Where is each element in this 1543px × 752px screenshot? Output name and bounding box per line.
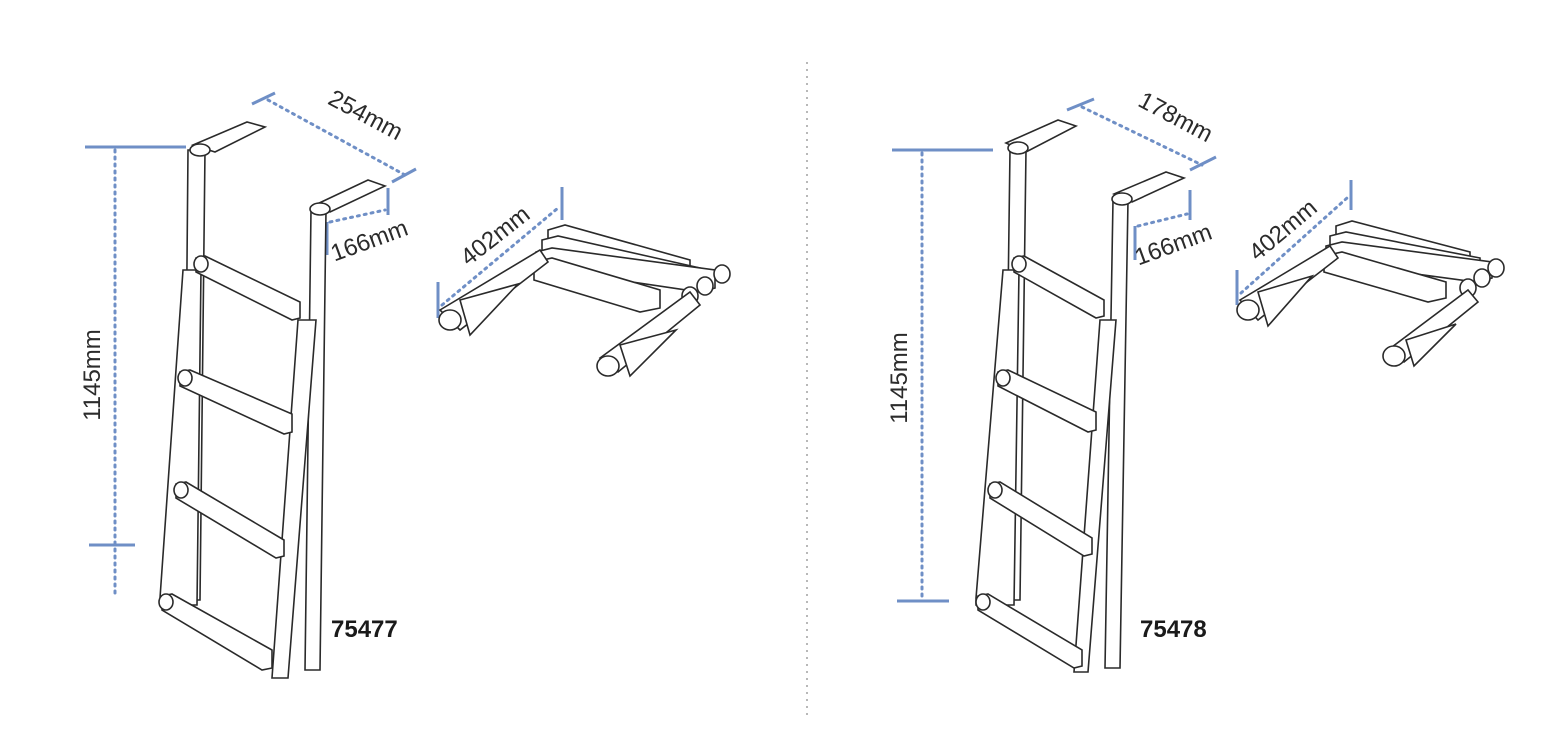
product-code: 75477 (331, 616, 398, 643)
folded-ladder-view: 402mm (436, 187, 731, 378)
top-width-dimension: 178mm (1066, 87, 1217, 172)
bracket-depth-label: 166mm (1131, 219, 1215, 272)
ladder-drawing (158, 121, 388, 679)
product-code: 75478 (1140, 616, 1207, 643)
top-width-dimension: 254mm (251, 85, 417, 184)
height-dimension: 1145mm (886, 148, 993, 603)
folded-ladder-view: 402mm (1235, 180, 1505, 368)
product-panel-75477: 1145mm 254mm 166mm (79, 85, 731, 679)
ladder-drawing (975, 119, 1187, 673)
product-panel-75478: 1145mm 178mm 166mm (886, 87, 1505, 673)
height-label: 1145mm (79, 329, 106, 421)
bracket-depth-label: 166mm (327, 215, 411, 268)
bracket-depth-dimension: 166mm (1131, 190, 1216, 272)
height-label: 1145mm (886, 332, 913, 424)
height-dimension: 1145mm (79, 145, 186, 599)
